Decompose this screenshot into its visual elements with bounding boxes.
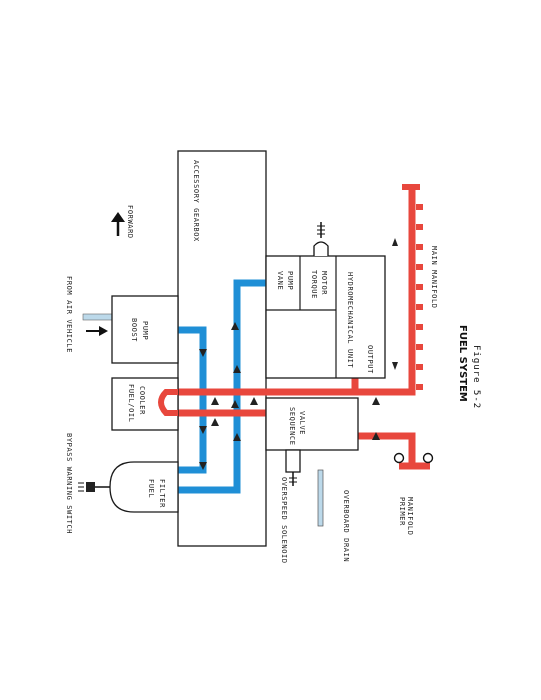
fuel-oil-cooler-label-2: COOLER — [138, 386, 146, 415]
main-manifold-label: MAIN MANIFOLD — [430, 246, 438, 309]
overspeed-solenoid — [285, 449, 301, 473]
overboard-drain-line — [317, 469, 324, 527]
main-manifold — [402, 184, 423, 390]
primer-manifold — [393, 452, 434, 470]
boost-pump-label-1: BOOST — [130, 318, 138, 342]
low-pressure-line-boost-out — [178, 326, 207, 474]
hydromechanical-unit — [265, 255, 386, 379]
fuel-oil-cooler — [111, 377, 179, 431]
from-air-vehicle-label: FROM AIR VEHICLE — [65, 276, 73, 353]
bypass-warning-switch-label: BYPASS WARNING SWITCH — [65, 433, 73, 534]
primer-manifold-label-1: PRIMER — [398, 497, 406, 526]
torque-motor-connector — [313, 222, 329, 256]
vane-pump-label-2: PUMP — [286, 271, 294, 290]
vane-pump-label-1: VANE — [276, 271, 284, 290]
fuel-filter-label-2: FILTER — [158, 479, 166, 508]
hydromechanical-unit-label: HYDROMECHANICAL UNIT — [346, 272, 354, 368]
figure-caption: Figure 5-2 — [471, 345, 481, 409]
cooler-coil — [158, 389, 178, 416]
bypass-warning-switch — [78, 482, 110, 492]
low-pressure-line-filter-out — [170, 279, 266, 494]
high-pressure-line-primer — [358, 432, 416, 466]
diagram-title: FUEL SYSTEM — [457, 325, 468, 402]
sequence-valve-label-1: SEQUENCE — [288, 407, 296, 446]
sequence-valve-label-2: VALVE — [298, 411, 306, 435]
output-label: OUTPUT — [366, 345, 374, 374]
overspeed-solenoid-label: OVERSPEED SOLENOID — [280, 477, 288, 564]
boost-pump-label-2: PUMP — [141, 321, 149, 340]
overboard-drain-label: OVERBOARD DRAIN — [342, 490, 350, 562]
high-pressure-line-output — [351, 188, 416, 396]
primer-manifold-label-2: MANIFOLD — [406, 497, 414, 536]
fuel-filter — [109, 461, 179, 513]
forward-arrow-icon — [111, 212, 125, 236]
torque-motor-label-1: TORQUE — [310, 270, 318, 299]
flow-arrows — [199, 238, 398, 470]
sequence-valve — [265, 397, 359, 451]
overspeed-solenoid-plunger — [289, 472, 297, 486]
fuel-filter-label-1: FUEL — [147, 479, 155, 498]
fuel-oil-cooler-label-1: FUEL/OIL — [127, 384, 135, 423]
inlet-pipe — [82, 313, 113, 321]
torque-motor-label-2: MOTOR — [320, 271, 328, 295]
boost-pump — [111, 295, 179, 364]
accessory-gearbox — [177, 150, 267, 547]
inlet-arrow-icon — [86, 326, 108, 336]
accessory-gearbox-label: ACCESSORY GEARBOX — [192, 160, 200, 242]
forward-label: FORWARD — [126, 205, 134, 239]
